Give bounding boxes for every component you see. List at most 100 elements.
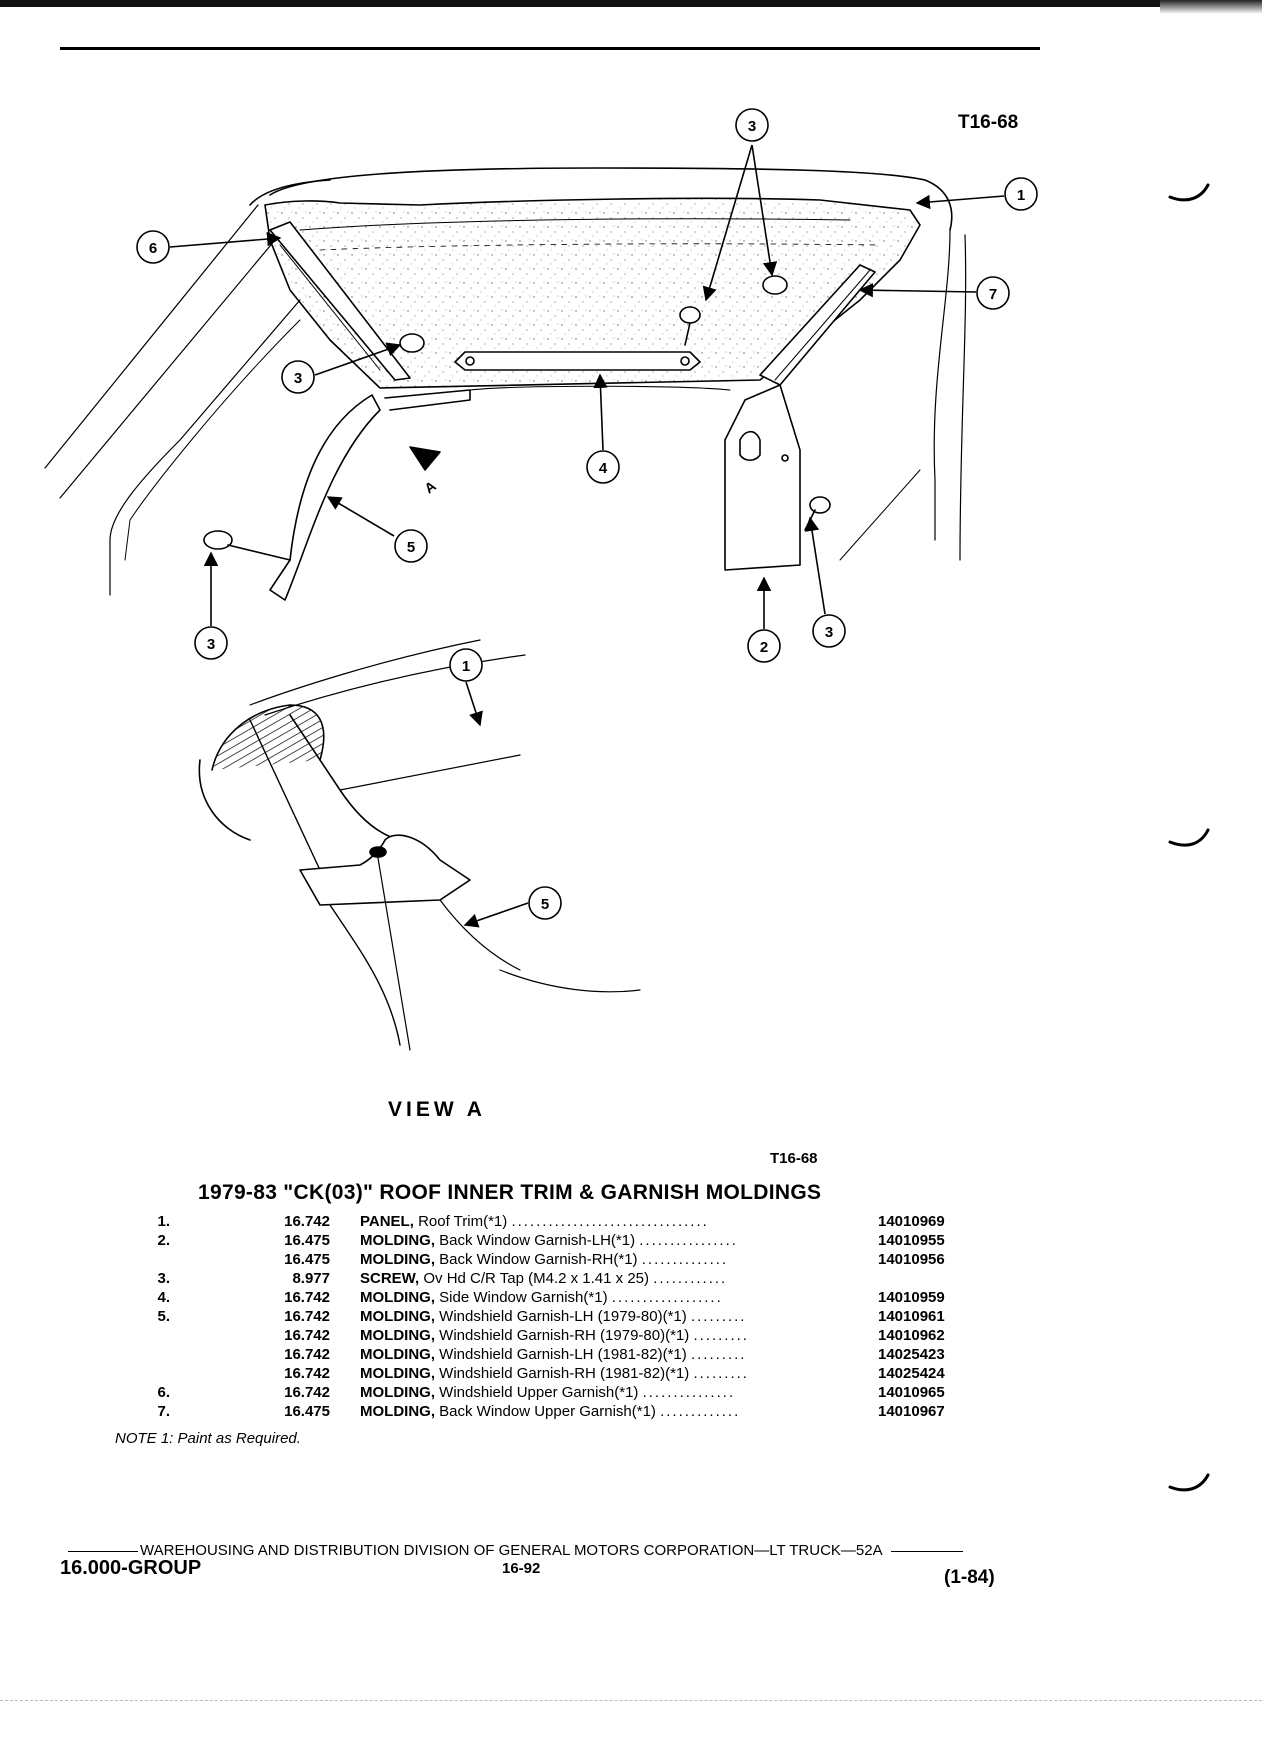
part-description: MOLDING, Back Window Upper Garnish(*1) .… xyxy=(360,1402,870,1421)
part-number: 14010965 xyxy=(878,1384,945,1401)
part-description: MOLDING, Back Window Garnish-LH(*1) ....… xyxy=(360,1231,870,1250)
leader-dots: ............ xyxy=(653,1270,728,1287)
group-number: 16.475 xyxy=(284,1251,330,1268)
part-description: MOLDING, Windshield Garnish-LH (1981-82)… xyxy=(360,1345,870,1364)
part-detail: Side Window Garnish(*1) xyxy=(439,1289,608,1306)
part-name: MOLDING, xyxy=(360,1232,435,1249)
part-detail: Roof Trim(*1) xyxy=(418,1213,508,1230)
parts-row: 3. 8.977 SCREW, Ov Hd C/R Tap (M4.2 x 1.41… xyxy=(115,1269,978,1288)
part-name: MOLDING, xyxy=(360,1327,435,1344)
callout-3-bottom-left: 3 xyxy=(207,636,215,653)
item-number: 7. xyxy=(157,1403,170,1420)
part-description: MOLDING, Windshield Garnish-RH (1981-82)… xyxy=(360,1364,870,1383)
callout-2: 2 xyxy=(760,639,768,656)
part-detail: Back Window Garnish-LH(*1) xyxy=(439,1232,636,1249)
figure-code-bottom: T16-68 xyxy=(770,1150,818,1167)
leader-dots: ............. xyxy=(660,1403,741,1420)
group-number: 16.742 xyxy=(284,1365,330,1382)
leader-dots: ......... xyxy=(693,1327,749,1344)
group-number: 8.977 xyxy=(292,1270,330,1287)
footer-division-line: WAREHOUSING AND DISTRIBUTION DIVISION OF… xyxy=(68,1542,963,1559)
part-description: PANEL, Roof Trim(*1) ...................… xyxy=(360,1212,870,1231)
item-number xyxy=(115,1364,170,1383)
group-number: 16.742 xyxy=(284,1289,330,1306)
group-number: 16.742 xyxy=(284,1384,330,1401)
callout-7: 7 xyxy=(989,286,997,303)
parts-row: 16.742 MOLDING, Windshield Garnish-RH (19… xyxy=(115,1326,978,1345)
item-number xyxy=(115,1326,170,1345)
group-number: 16.475 xyxy=(284,1232,330,1249)
callout-5: 5 xyxy=(407,539,415,556)
part-detail: Back Window Upper Garnish(*1) xyxy=(439,1403,656,1420)
part-description: MOLDING, Windshield Garnish-RH (1979-80)… xyxy=(360,1326,870,1345)
item-number: 2. xyxy=(157,1232,170,1249)
callout-1-view-a: 1 xyxy=(462,658,470,675)
parts-row: 6. 16.742 MOLDING, Windshield Upper Garnis… xyxy=(115,1383,978,1402)
item-number xyxy=(115,1345,170,1364)
parts-row: 1. 16.742 PANEL, Roof Trim(*1) ...........… xyxy=(115,1212,978,1231)
footer-division-text: WAREHOUSING AND DISTRIBUTION DIVISION OF… xyxy=(140,1542,883,1559)
part-name: MOLDING, xyxy=(360,1289,435,1306)
part-description: MOLDING, Side Window Garnish(*1) .......… xyxy=(360,1288,870,1307)
item-number: 3. xyxy=(157,1270,170,1287)
part-name: MOLDING, xyxy=(360,1365,435,1382)
callout-4: 4 xyxy=(599,460,608,477)
header-rule xyxy=(60,47,1040,50)
callout-1: 1 xyxy=(1017,187,1025,204)
section-title: 1979-83 "CK(03)" ROOF INNER TRIM & GARNI… xyxy=(198,1181,822,1204)
callout-3-bottom-right: 3 xyxy=(825,624,833,641)
leader-dots: ............... xyxy=(642,1384,736,1401)
leader-dots: ......... xyxy=(690,1308,747,1325)
part-name: PANEL, xyxy=(360,1213,414,1230)
scan-top-corner xyxy=(1160,0,1262,14)
part-number: 14025423 xyxy=(878,1346,945,1363)
part-detail: Windshield Upper Garnish(*1) xyxy=(439,1384,639,1401)
part-name: MOLDING, xyxy=(360,1346,435,1363)
item-number: 6. xyxy=(157,1384,170,1401)
item-number: 1. xyxy=(157,1213,170,1230)
parts-row: 4. 16.742 MOLDING, Side Window Garnish(*1)… xyxy=(115,1288,978,1307)
parts-row: 7. 16.475 MOLDING, Back Window Upper Garni… xyxy=(115,1402,978,1421)
leader-dots: .............. xyxy=(641,1251,729,1268)
leader-dots: ......... xyxy=(693,1365,749,1382)
group-number: 16.742 xyxy=(284,1308,330,1325)
part-number: 14010967 xyxy=(878,1403,945,1420)
part-detail: Windshield Garnish-LH (1979-80)(*1) xyxy=(439,1308,687,1325)
part-name: SCREW, xyxy=(360,1270,420,1287)
part-detail: Windshield Garnish-LH (1981-82)(*1) xyxy=(439,1346,687,1363)
callout-3-left: 3 xyxy=(294,370,302,387)
part-number: 14010962 xyxy=(878,1327,945,1344)
parts-row: 5. 16.742 MOLDING, Windshield Garnish-LH (… xyxy=(115,1307,978,1326)
item-number xyxy=(115,1250,170,1269)
part-name: MOLDING, xyxy=(360,1308,435,1325)
callout-5-view-a: 5 xyxy=(541,896,549,913)
leader-dots: ................................ xyxy=(511,1213,709,1230)
parts-row: 16.742 MOLDING, Windshield Garnish-RH (19… xyxy=(115,1364,978,1383)
scan-top-edge xyxy=(0,0,1262,7)
footer-rule-right xyxy=(890,1550,963,1552)
group-number: 16.475 xyxy=(284,1403,330,1420)
part-detail: Windshield Garnish-RH (1979-80)(*1) xyxy=(439,1327,690,1344)
footer-group: 16.000-GROUP xyxy=(60,1557,202,1579)
part-description: MOLDING, Windshield Upper Garnish(*1) ..… xyxy=(360,1383,870,1402)
part-detail: Ov Hd C/R Tap (M4.2 x 1.41 x 25) xyxy=(423,1270,650,1287)
part-number: 14010955 xyxy=(878,1232,945,1249)
part-name: MOLDING, xyxy=(360,1403,435,1420)
part-name: MOLDING, xyxy=(360,1384,435,1401)
leader-dots: .................. xyxy=(611,1289,723,1306)
part-description: MOLDING, Windshield Garnish-LH (1979-80)… xyxy=(360,1307,870,1326)
footer-rule-left xyxy=(68,1550,138,1552)
group-number: 16.742 xyxy=(284,1327,330,1344)
part-detail: Windshield Garnish-RH (1981-82)(*1) xyxy=(439,1365,690,1382)
part-number: 14010959 xyxy=(878,1289,945,1306)
item-number: 5. xyxy=(157,1308,170,1325)
scan-bottom-edge xyxy=(0,1700,1262,1702)
leader-dots: ................ xyxy=(639,1232,738,1249)
group-number: 16.742 xyxy=(284,1213,330,1230)
view-a-arrow-letter: A xyxy=(421,478,438,497)
item-number: 4. xyxy=(157,1289,170,1306)
part-number: 14010961 xyxy=(878,1308,945,1325)
